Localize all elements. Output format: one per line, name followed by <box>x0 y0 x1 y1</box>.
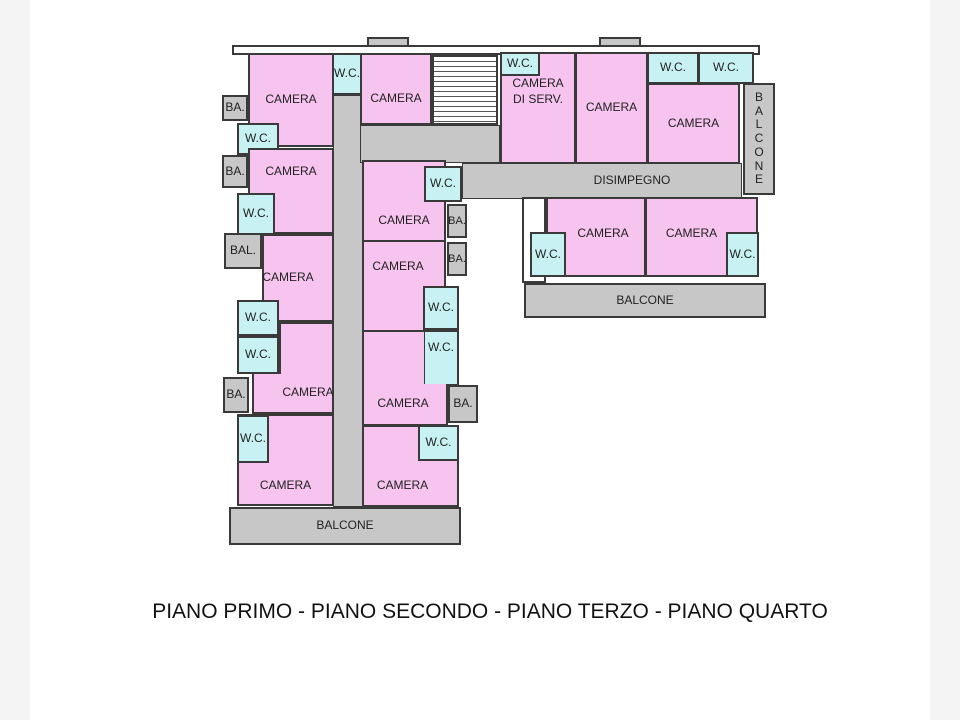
room-wc: W.C. <box>237 415 269 463</box>
room-wc: W.C. <box>237 300 279 336</box>
room-label: CAMERA DI SERV. <box>512 76 564 106</box>
room-label: BAL. <box>229 243 256 258</box>
room-label: W.C. <box>507 56 533 71</box>
balcony-bal: BAL. <box>224 233 262 269</box>
room-wc: W.C. <box>647 52 699 84</box>
room-label: W.C. <box>245 131 271 146</box>
room-camera: CAMERA <box>362 384 448 426</box>
room-wc: W.C. <box>237 336 279 374</box>
room-label: DISIMPEGNO <box>593 173 671 188</box>
room-label: W.C. <box>245 310 271 325</box>
room-label: W.C. <box>535 246 561 261</box>
room-label: W.C. <box>245 347 271 362</box>
room-camera: CAMERA <box>252 374 334 414</box>
staircase <box>432 55 498 125</box>
room-wc: W.C. <box>332 53 362 95</box>
room-label: CAMERA <box>667 115 720 130</box>
balcony-ba: BA. <box>222 95 248 121</box>
room-label: BA. <box>225 100 245 115</box>
room-label: CAMERA <box>265 164 317 179</box>
room-label: CAMERA <box>378 213 430 228</box>
room-label: W.C. <box>428 300 454 315</box>
room-label: CAMERA <box>265 92 317 107</box>
room-label: W.C. <box>334 66 360 81</box>
room-label: W.C. <box>729 246 756 261</box>
room-label: CAMERA <box>377 396 429 411</box>
balcony-ba: BA. <box>448 385 478 423</box>
room-wc: W.C. <box>418 425 459 461</box>
corridor-vertical <box>333 95 363 507</box>
room-label: CAMERA <box>577 226 629 241</box>
room-label: BA. <box>448 214 466 227</box>
balcony-ba: BA. <box>447 242 467 276</box>
room-label: BA. <box>448 252 466 265</box>
room-label: W.C. <box>430 176 456 191</box>
room-wc: W.C. <box>500 52 540 76</box>
disimpegno: DISIMPEGNO <box>462 163 742 199</box>
room-label: B <box>754 89 763 104</box>
room-wc: W.C. <box>237 193 275 235</box>
room-label: CAMERA <box>665 226 718 241</box>
room-camera: CAMERA <box>575 52 648 164</box>
room-wc: W.C. <box>698 52 754 84</box>
room-label: CAMERA <box>262 270 314 285</box>
room-label: BALCONE <box>316 518 374 533</box>
room-label: O <box>754 144 764 159</box>
room-camera: CAMERA <box>360 53 432 125</box>
left-margin <box>0 0 30 720</box>
plan-caption: PIANO PRIMO - PIANO SECONDO - PIANO TERZ… <box>152 600 828 623</box>
room-label: CAMERA <box>259 478 312 493</box>
room-label: BA. <box>226 387 246 402</box>
room-camera: CAMERA <box>248 53 334 147</box>
corridor-landing <box>360 125 500 163</box>
room-label: CAMERA <box>372 259 424 274</box>
balcone-southeast: BALCONE <box>524 283 766 318</box>
room-label: W.C. <box>243 206 269 221</box>
north-wall <box>232 45 760 55</box>
room-label: W.C. <box>240 431 266 446</box>
balcony-ba: BA. <box>222 155 248 188</box>
roof-element <box>367 37 409 47</box>
room-label: BA. <box>225 163 245 178</box>
right-margin <box>930 0 960 720</box>
room-camera: CAMERA <box>647 83 740 164</box>
room-label: CAMERA <box>376 478 429 493</box>
room-label: L <box>755 117 763 132</box>
room-label: CAMERA <box>370 91 422 106</box>
roof-element <box>599 37 641 47</box>
room-wc: W.C. <box>424 166 462 202</box>
room-label: CAMERA <box>585 100 638 115</box>
balcony-ba: BA. <box>447 204 467 238</box>
room-label: BA. <box>453 396 473 411</box>
room-label: C <box>754 131 764 146</box>
room-wc: W.C. <box>423 286 459 330</box>
room-label: A <box>754 103 763 118</box>
room-label: W.C. <box>425 435 452 450</box>
room-label: BALCONE <box>616 292 674 307</box>
room-wc: W.C. <box>726 232 759 277</box>
balcony-ba: BA. <box>223 377 249 413</box>
room-wc: W.C. <box>423 330 459 386</box>
balcone-south: BALCONE <box>229 507 461 545</box>
room-label: E <box>754 172 763 187</box>
room-wc: W.C. <box>530 232 566 277</box>
room-label: W.C. <box>660 60 686 75</box>
room-label: N <box>754 158 764 173</box>
room-label: W.C. <box>428 340 454 355</box>
room-label: W.C. <box>713 60 739 75</box>
room-label: CAMERA <box>282 385 334 400</box>
